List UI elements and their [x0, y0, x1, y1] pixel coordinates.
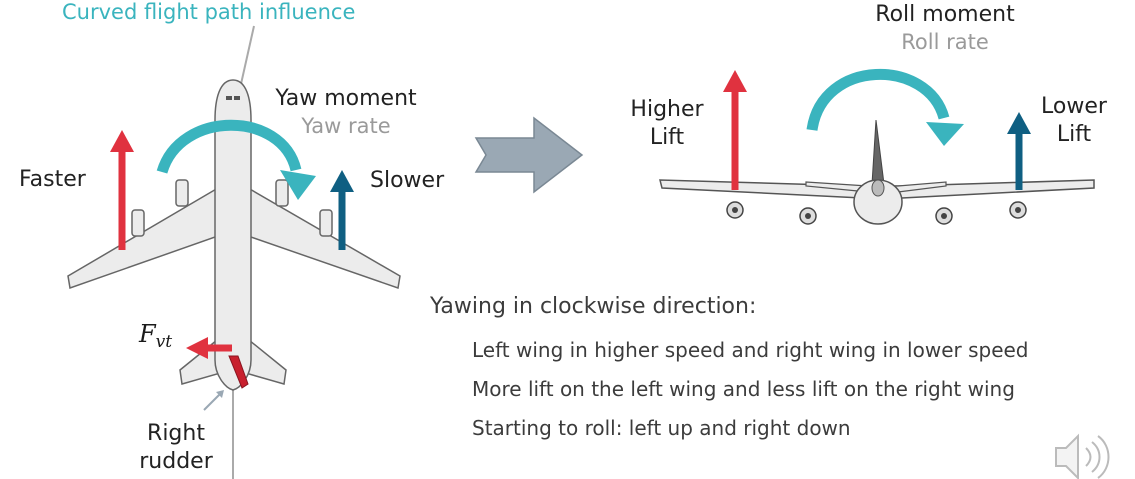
left-engine-inner	[175, 179, 189, 207]
roll-moment-arrowhead	[926, 122, 964, 146]
right-engine-inner	[275, 179, 289, 207]
roll-rate-label: Roll rate	[901, 30, 989, 54]
slower-arrowhead	[330, 170, 354, 192]
yaw-rate-label: Yaw rate	[301, 114, 391, 138]
flight-path-leader-line	[240, 25, 255, 85]
higher-lift-arrowhead	[723, 70, 747, 92]
faster-label: Faster	[19, 167, 86, 192]
higher-lift-label-line1: Higher	[630, 97, 704, 122]
airplane-front-view	[659, 119, 1095, 225]
fuselage	[214, 79, 252, 391]
roll-moment-label: Roll moment	[875, 2, 1015, 27]
yaw-moment-label: Yaw moment	[275, 86, 417, 111]
right-arrow-icon	[474, 116, 584, 194]
faster-arrowhead	[110, 130, 134, 152]
right-wing	[247, 186, 401, 289]
airplane-top-view	[67, 79, 401, 391]
explanation-point: More lift on the left wing and less lift…	[472, 377, 1015, 401]
right-rudder-surface	[228, 355, 249, 389]
speaker-icon[interactable]	[1055, 433, 1110, 479]
rudder-pointer-head	[216, 390, 224, 398]
force-symbol: F	[139, 320, 156, 348]
lower-lift-label-line1: Lower	[1041, 94, 1107, 119]
front-view-fin	[871, 119, 885, 185]
cockpit-windows	[226, 96, 240, 100]
force-label: Fvt	[139, 322, 172, 351]
higher-lift-label-line2: Lift	[649, 125, 685, 150]
lower-lift-arrowhead	[1007, 112, 1031, 134]
yaw-moment-arrow	[156, 119, 302, 174]
front-view-nose	[871, 179, 885, 197]
slower-label: Slower	[370, 168, 445, 193]
force-subscript: vt	[155, 332, 173, 352]
right-rudder-label-line2: rudder	[139, 449, 213, 474]
explanation-point: Starting to roll: left up and right down	[472, 416, 851, 440]
left-wing	[67, 186, 219, 290]
explanation-points: Left wing in higher speed and right wing…	[472, 338, 1029, 455]
right-rudder-label-line1: Right	[147, 421, 205, 446]
right-engine-outer	[319, 209, 333, 237]
lower-lift-label-line2: Lift	[1056, 122, 1092, 147]
yaw-moment-arrowhead	[280, 170, 316, 200]
roll-moment-arrow	[806, 69, 950, 132]
left-engine-outer	[131, 209, 145, 237]
explanation-point: Left wing in higher speed and right wing…	[472, 338, 1029, 362]
explanation-heading: Yawing in clockwise direction:	[430, 294, 757, 319]
curved-flight-path-label: Curved flight path influence	[62, 0, 356, 24]
force-arrowhead	[186, 337, 208, 359]
